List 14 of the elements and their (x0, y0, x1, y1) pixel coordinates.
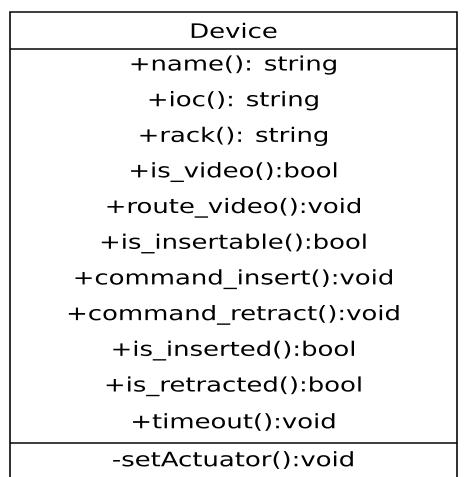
method-text: +is_video():bool (131, 162, 336, 182)
method-text: +is_insertable():bool (102, 234, 366, 254)
class-name: Device (192, 22, 276, 38)
method-text: +name(): string (132, 55, 336, 75)
method-text: +timeout():void (133, 413, 334, 431)
method-text: +command_insert():void (75, 269, 392, 290)
method-text: +rack(): string (140, 126, 327, 146)
method-text: +route_video():void (107, 198, 360, 218)
method-text: +command_retract():void (68, 304, 399, 325)
class-box (9, 11, 458, 477)
method-text: -setActuator():void (113, 451, 353, 469)
method-text: +is_inserted():bool (113, 340, 354, 361)
method-text: +ioc(): string (150, 91, 318, 110)
method-text: +is_retracted():bool (106, 376, 361, 396)
